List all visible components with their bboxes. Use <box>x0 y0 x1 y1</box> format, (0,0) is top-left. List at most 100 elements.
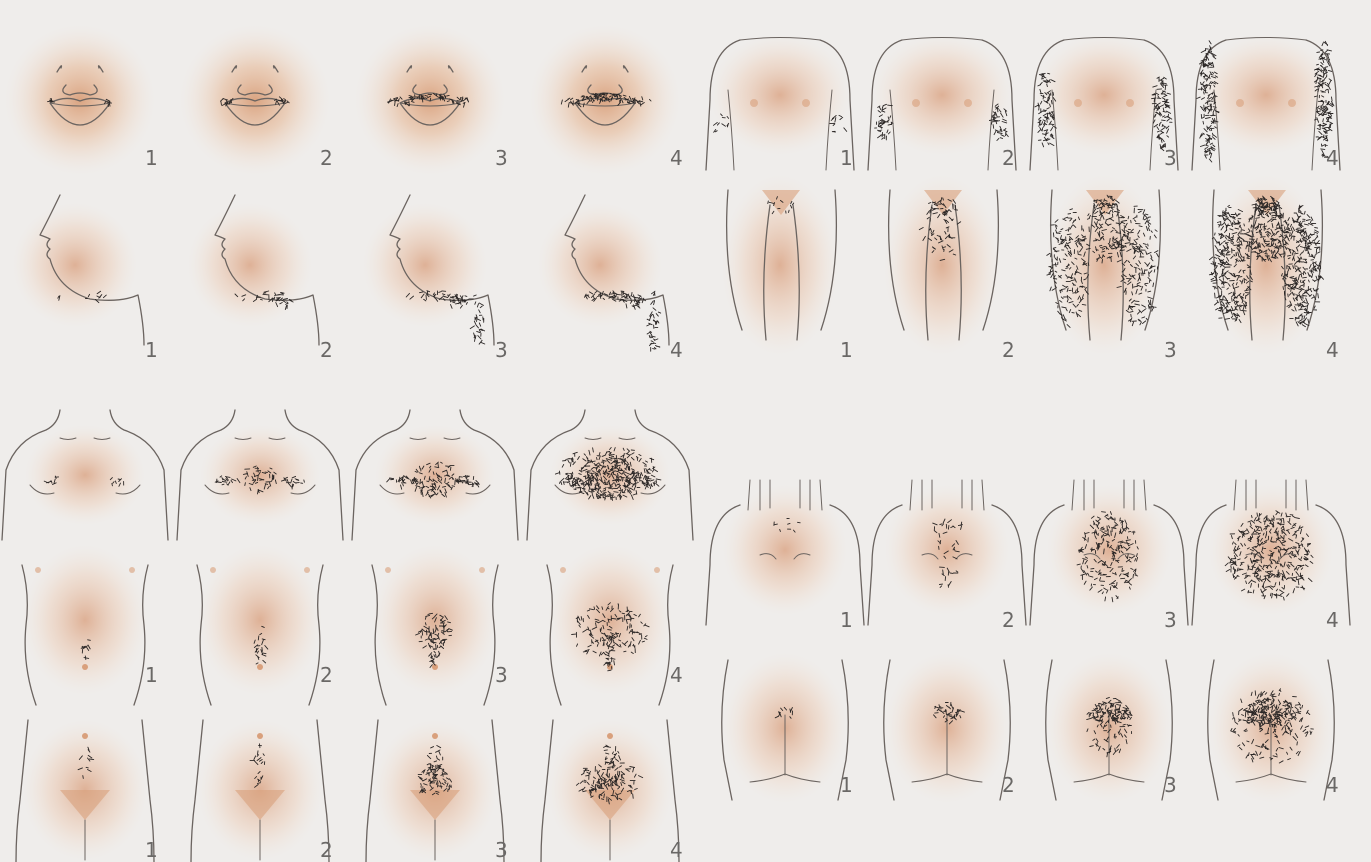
score-label: 2 <box>1002 146 1015 170</box>
panel-upper-lip: 1 2 3 4 <box>5 25 683 175</box>
navel <box>257 733 263 739</box>
navel <box>432 733 438 739</box>
nipple <box>210 567 216 573</box>
panel-thighs: 1 2 3 4 <box>722 175 1339 362</box>
skin-shading <box>5 25 155 175</box>
upper-arms-score-3: 3 <box>1030 35 1178 170</box>
navel <box>82 664 88 670</box>
score-label: 4 <box>1326 146 1339 170</box>
score-label: 4 <box>670 663 683 687</box>
lower-back-score-4: 4 <box>1208 653 1339 803</box>
score-label: 3 <box>1164 773 1177 797</box>
score-label: 1 <box>840 338 853 362</box>
panel-upper-abdomen: 1 2 3 4 <box>22 545 683 705</box>
upper-arms-score-1: 1 <box>706 35 854 170</box>
skin-shading <box>23 545 147 695</box>
nipple <box>964 99 972 107</box>
nipple <box>750 99 758 107</box>
skin-shading <box>375 425 495 525</box>
lower-abdomen-score-4: 4 <box>541 720 683 862</box>
lower-abdomen-score-2: 2 <box>191 720 333 862</box>
score-label: 2 <box>320 663 333 687</box>
score-label: 1 <box>840 608 853 632</box>
thighs-score-3: 3 <box>1046 175 1177 362</box>
panel-upper-arms: 1 2 3 4 <box>706 35 1340 170</box>
score-label: 2 <box>320 146 333 170</box>
score-label: 2 <box>1002 338 1015 362</box>
score-label: 3 <box>495 338 508 362</box>
score-label: 1 <box>145 838 158 862</box>
nipple <box>479 567 485 573</box>
thighs-score-1: 1 <box>722 175 853 362</box>
upper-abdomen-score-3: 3 <box>372 545 508 705</box>
lower-abdomen-score-1: 1 <box>16 720 158 862</box>
upper-abdomen-score-4: 4 <box>547 545 683 705</box>
skin-shading <box>13 203 137 327</box>
chest-score-3 <box>352 410 518 540</box>
score-label: 1 <box>145 146 158 170</box>
nipple <box>304 567 310 573</box>
skin-shading <box>1209 485 1333 615</box>
nipple <box>912 99 920 107</box>
score-label: 3 <box>1164 338 1177 362</box>
upper-abdomen-score-1: 1 <box>22 545 158 705</box>
chin-score-2: 2 <box>188 195 333 362</box>
panel-upper-back: 1 2 3 4 <box>706 480 1350 632</box>
score-label: 1 <box>840 146 853 170</box>
score-label: 2 <box>320 338 333 362</box>
score-label: 4 <box>1326 338 1339 362</box>
skin-shading <box>1196 35 1336 155</box>
score-label: 3 <box>495 146 508 170</box>
upper-arms-score-2: 2 <box>868 35 1016 170</box>
chin-score-3: 3 <box>363 195 508 362</box>
nipple <box>1236 99 1244 107</box>
score-label: 1 <box>145 338 158 362</box>
chin-score-4: 4 <box>538 195 683 362</box>
skin-shading <box>188 203 312 327</box>
skin-shading <box>723 485 847 615</box>
skin-shading <box>180 25 330 175</box>
skin-shading <box>885 485 1009 615</box>
upper-back-score-2: 2 <box>868 480 1026 632</box>
chest-score-1 <box>2 410 168 540</box>
score-label: 4 <box>670 838 683 862</box>
upper-lip-score-3: 3 <box>355 25 508 175</box>
score-label: 3 <box>495 838 508 862</box>
lower-back-score-1: 1 <box>722 653 853 803</box>
score-label: 1 <box>145 663 158 687</box>
skin-shading <box>200 425 320 525</box>
panel-lower-abdomen: 1 2 3 4 <box>16 720 683 862</box>
thighs-score-4: 4 <box>1208 175 1339 362</box>
upper-lip-score-4: 4 <box>530 25 683 175</box>
lower-abdomen-score-3: 3 <box>366 720 508 862</box>
upper-abdomen-score-2: 2 <box>197 545 333 705</box>
chest-score-2 <box>177 410 343 540</box>
score-label: 3 <box>1164 146 1177 170</box>
upper-back-score-3: 3 <box>1030 480 1188 632</box>
chin-score-1: 1 <box>13 195 158 362</box>
score-label: 1 <box>840 773 853 797</box>
skin-shading <box>25 425 145 525</box>
nipple <box>802 99 810 107</box>
score-label: 4 <box>1326 608 1339 632</box>
nipple <box>129 567 135 573</box>
nipple <box>1074 99 1082 107</box>
nipple <box>35 567 41 573</box>
thighs-score-2: 2 <box>884 175 1015 362</box>
panel-chest <box>2 410 693 540</box>
lower-back-score-3: 3 <box>1046 653 1177 803</box>
score-label: 3 <box>1164 608 1177 632</box>
score-label: 4 <box>670 338 683 362</box>
chest-score-4 <box>527 410 693 540</box>
panel-chin: 1 2 3 4 <box>13 195 683 362</box>
score-label: 4 <box>670 146 683 170</box>
score-label: 2 <box>1002 608 1015 632</box>
score-label: 2 <box>320 838 333 862</box>
nipple <box>560 567 566 573</box>
nipple <box>1288 99 1296 107</box>
navel <box>82 733 88 739</box>
skin-shading <box>1047 485 1171 615</box>
navel <box>607 733 613 739</box>
skin-shading <box>872 35 1012 155</box>
